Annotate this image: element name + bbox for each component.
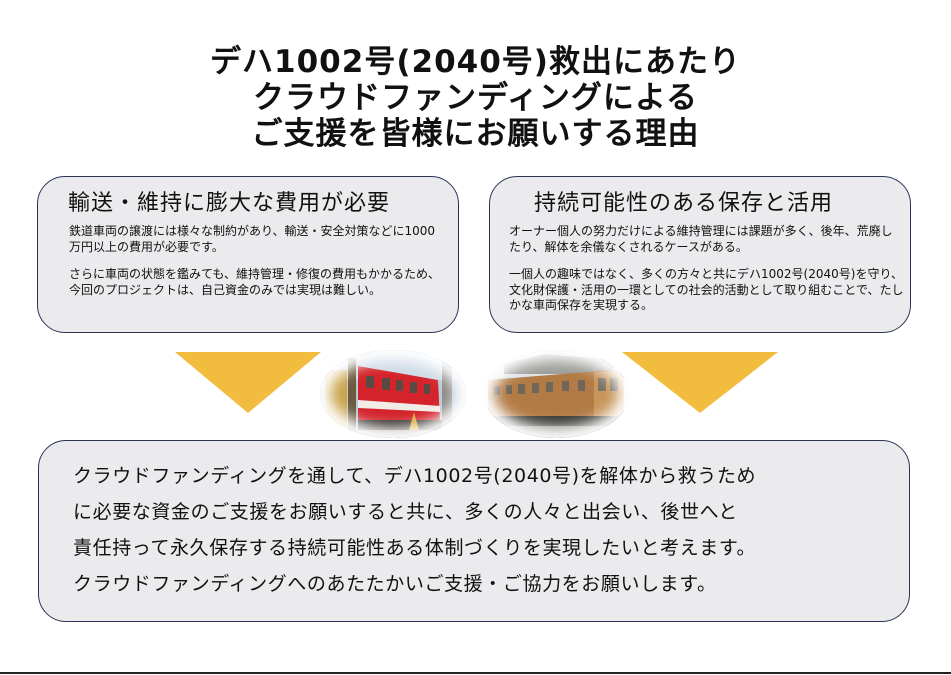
- appeal-line-1: クラウドファンディングを通して、デハ1002号(2040号)を解体から救うため: [73, 465, 757, 487]
- appeal-line-4: クラウドファンディングへのあたたかいご支援・ご協力をお願いします。: [73, 573, 717, 595]
- page-title: デハ1002号(2040号)救出にあたり クラウドファンディングによる ご支援を…: [0, 44, 951, 152]
- appeal-line-3: 責任持って永久保存する持続可能性ある体制づくりを実現したいと考えます。: [73, 537, 757, 559]
- down-arrow-right-icon: [622, 352, 778, 413]
- cost-reason-body: 鉄道車両の譲渡には様々な制約があり、輸送・安全対策などに1000万円以上の費用が…: [69, 224, 444, 310]
- sustainability-reason-heading: 持続可能性のある保存と活用: [534, 191, 834, 216]
- page-bottom-divider: [0, 672, 951, 674]
- appeal-line-2: に必要な資金のご支援をお願いすると共に、多くの人々と出会い、後世へと: [73, 501, 738, 523]
- cost-reason-paragraph-2: さらに車両の状態を鑑みても、維持管理・修復の費用もかかるため、今回のプロジェクト…: [69, 267, 441, 297]
- brown-train-image-icon: [484, 350, 629, 438]
- cost-reason-paragraph-1: 鉄道車両の譲渡には様々な制約があり、輸送・安全対策などに1000万円以上の費用が…: [69, 224, 436, 254]
- sustainability-reason-paragraph-1: オーナー個人の努力だけによる維持管理には課題が多く、後年、荒廃したり、解体を余儀…: [509, 224, 893, 254]
- title-line-1: デハ1002号(2040号)救出にあたり: [210, 44, 741, 80]
- appeal-message-body: クラウドファンディングを通して、デハ1002号(2040号)を解体から救うため …: [73, 458, 893, 602]
- cost-reason-heading: 輸送・維持に膨大な費用が必要: [68, 191, 391, 216]
- sustainability-reason-box: 持続可能性のある保存と活用 オーナー個人の努力だけによる維持管理には課題が多く、…: [489, 176, 911, 333]
- title-line-3: ご支援を皆様にお願いする理由: [251, 116, 700, 152]
- red-train-image-icon: [320, 350, 466, 438]
- sustainability-reason-body: オーナー個人の努力だけによる維持管理には課題が多く、後年、荒廃したり、解体を余儀…: [509, 224, 904, 326]
- down-arrow-left-icon: [175, 352, 321, 413]
- appeal-message-box: クラウドファンディングを通して、デハ1002号(2040号)を解体から救うため …: [38, 440, 910, 622]
- brown-train-photo: [484, 350, 629, 438]
- red-train-photo: [320, 350, 466, 438]
- title-line-2: クラウドファンディングによる: [253, 80, 698, 116]
- cost-reason-box: 輸送・維持に膨大な費用が必要 鉄道車両の譲渡には様々な制約があり、輸送・安全対策…: [37, 176, 459, 333]
- sustainability-reason-paragraph-2: 一個人の趣味ではなく、多くの方々と共にデハ1002号(2040号)を守り、文化財…: [509, 267, 904, 312]
